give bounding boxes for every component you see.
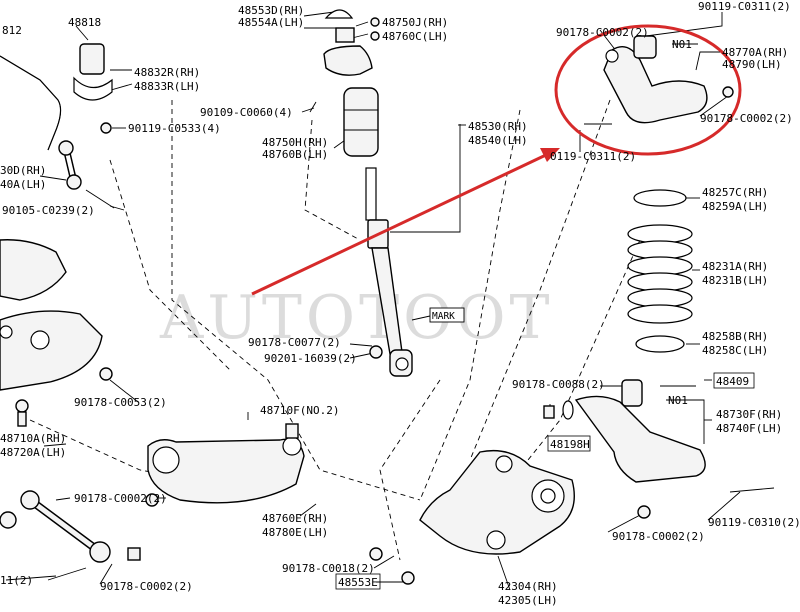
label-48710f: 48710F(NO.2): [260, 404, 339, 417]
label-box-48553e: [335, 573, 381, 590]
stabilizer-bracket: [73, 76, 113, 101]
upper-control-arm: [603, 46, 708, 124]
label-48833r: 48833R(LH): [134, 80, 200, 93]
highlight: [251, 24, 742, 296]
highlight-arrowhead: [540, 148, 560, 162]
nut-48760c: [370, 31, 380, 41]
label-48258c: 48258C(LH): [702, 344, 768, 357]
label-11-2: 11(2): [0, 574, 33, 587]
label-mark: MARK: [432, 311, 455, 322]
body-bracket-lower: [0, 310, 103, 391]
lower-control-arm-right: [574, 395, 706, 483]
label-48540: 48540(LH): [468, 134, 528, 147]
label-90178-c0002-tl: 90178-C0002(2): [556, 26, 649, 39]
bump-cap: [324, 9, 354, 19]
label-90178-c0088: 90178-C0088(2): [512, 378, 605, 391]
label-48257c: 48257C(RH): [702, 186, 768, 199]
label-48553d: 48553D(RH): [238, 4, 304, 17]
label-90178-c0002-mid: 90178-C0002(2): [74, 492, 167, 505]
label-48832r: 48832R(RH): [134, 66, 200, 79]
bolt-head: [100, 122, 112, 134]
label-48780e: 48780E(LH): [262, 526, 328, 539]
shock-absorber: [365, 167, 413, 377]
label-90201: 90201-16039(2): [264, 352, 357, 365]
label-812: 812: [2, 24, 22, 37]
label-90109: 90109-C0060(4): [200, 106, 293, 119]
lower-control-arm-left: [147, 438, 305, 504]
label-40a: 40A(LH): [0, 178, 46, 191]
label-90178-c0002-bl: 90178-C0002(2): [100, 580, 193, 593]
label-90178-c0002-r: 90178-C0002(2): [700, 112, 793, 125]
label-90119-c0533: 90119-C0533(4): [128, 122, 221, 135]
highlight-arrow: [251, 152, 549, 296]
label-n01-bottom: N01: [668, 394, 688, 407]
label-48553e: 48553E: [338, 576, 378, 589]
label-48231a: 48231A(RH): [702, 260, 768, 273]
label-48530: 48530(RH): [468, 120, 528, 133]
label-48198h: 48198H: [550, 438, 590, 451]
label-box-48198h: [547, 435, 591, 452]
shock-bolt-nut: [369, 345, 383, 359]
label-48760b: 48760B(LH): [262, 148, 328, 161]
label-box-48409: [713, 372, 755, 389]
coil-spring: [627, 189, 693, 353]
label-48730f: 48730F(RH): [716, 408, 782, 421]
highlight-circle: [554, 24, 742, 156]
knuckle-hub: [419, 449, 575, 555]
label-90178-c0077: 90178-C0077(2): [248, 336, 341, 349]
label-48770a: 48770A(RH): [722, 46, 788, 59]
label-30d: 30D(RH): [0, 164, 46, 177]
upper-mount: [323, 45, 373, 76]
label-48750h: 48750H(RH): [262, 136, 328, 149]
label-48409: 48409: [716, 375, 749, 388]
parts: [0, 9, 775, 585]
label-90119-c0310: 90119-C0310(2): [708, 516, 800, 529]
label-90178-c0018: 90178-C0018(2): [282, 562, 375, 575]
label-48259a: 48259A(LH): [702, 200, 768, 213]
nut-48750j: [370, 17, 380, 27]
label-48740f: 48740F(LH): [716, 422, 782, 435]
label-48258b: 48258B(RH): [702, 330, 768, 343]
label-48231b: 48231B(LH): [702, 274, 768, 287]
stabilizer-bar: [0, 55, 62, 151]
label-90119-c0311-l: 0119-C0311(2): [550, 150, 636, 163]
label-90119-c0311-tr: 90119-C0311(2): [698, 0, 791, 13]
label-48554a: 48554A(LH): [238, 16, 304, 29]
dust-boot: [343, 87, 379, 157]
label-n01-top: N01: [672, 38, 692, 51]
stabilizer-bushing: [79, 43, 105, 75]
watermark-text: AUTOTOOT: [159, 283, 554, 353]
label-48790: 48790(LH): [722, 58, 782, 71]
label-90178-c0053: 90178-C0053(2): [74, 396, 167, 409]
label-48720a: 48720A(LH): [0, 446, 66, 459]
label-48750j: 48750J(RH): [382, 16, 448, 29]
label-48710a: 48710A(RH): [0, 432, 66, 445]
label-48760c-top: 48760C(LH): [382, 30, 448, 43]
label-48818: 48818: [68, 16, 101, 29]
body-bracket-upper: [0, 239, 67, 301]
label-42305: 42305(LH): [498, 594, 558, 607]
mark-box: [429, 307, 465, 323]
label-90105: 90105-C0239(2): [2, 204, 95, 217]
label-48760e: 48760E(RH): [262, 512, 328, 525]
label-90178-c0002-br: 90178-C0002(2): [612, 530, 705, 543]
label-42304: 42304(RH): [498, 580, 558, 593]
